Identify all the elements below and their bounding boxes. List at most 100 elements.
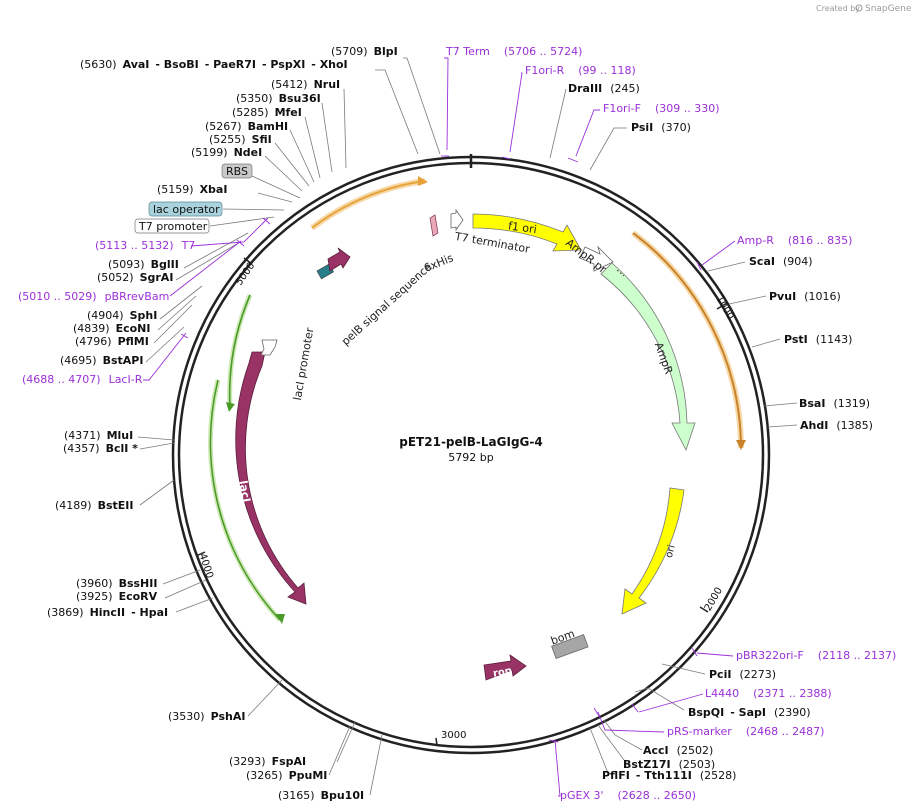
primer-l4440[interactable]: L4440(2371 .. 2388) — [705, 687, 832, 700]
site-pcii[interactable]: PciI(2273) — [709, 668, 776, 681]
site-psii[interactable]: PsiI(370) — [631, 121, 691, 134]
site-sfii[interactable]: (5255)SfiI — [209, 133, 272, 146]
site-pflmi[interactable]: (4796)PflMI — [75, 335, 149, 348]
primer-pgex3[interactable]: pGEX 3'(2628 .. 2650) — [560, 789, 696, 802]
site-pvui[interactable]: PvuI(1016) — [769, 290, 841, 303]
site-bsai[interactable]: BsaI(1319) — [799, 397, 870, 410]
leader-fspai — [336, 721, 356, 763]
site-pshai[interactable]: (3530)PshAI — [168, 710, 245, 723]
primer-pbrrevbam[interactable]: (5010 .. 5029)pBRrevBam — [18, 290, 169, 303]
feature-ampr[interactable] — [600, 262, 696, 452]
rbs-label: RBS — [226, 165, 248, 178]
primer-mark-pgex3 — [548, 739, 559, 743]
site-ecorv[interactable]: (3925)EcoRV — [76, 590, 158, 603]
tick-label-3000: 3000 — [441, 730, 466, 741]
site-acci[interactable]: AccI(2502) — [643, 744, 713, 757]
snapgene-icon — [855, 4, 863, 12]
pleader-pgex3 — [554, 739, 561, 797]
feature-his-tag[interactable] — [429, 214, 439, 237]
primer-labels: T7 Term(5706 .. 5724) F1ori-R(99 .. 118)… — [18, 45, 896, 802]
site-avai[interactable]: (5630)AvaI- BsoBI- PaeR7I- PspXI- XhoI — [80, 58, 348, 71]
site-bsu36i[interactable]: (5350)Bsu36I — [236, 92, 321, 105]
site-bglii[interactable]: (5093)BglII — [108, 258, 179, 271]
lac-operator-box[interactable] — [148, 201, 223, 217]
leader-sgrai — [175, 241, 241, 281]
site-bsteii[interactable]: (4189)BstEII — [55, 499, 133, 512]
plasmid-name: pET21-pelB-LaGIgG-4 — [399, 435, 542, 449]
primer-f1ori-r[interactable]: F1ori-R(99 .. 118) — [525, 64, 636, 77]
leader-blpi — [403, 57, 441, 155]
leader-pshai — [247, 679, 283, 717]
ampr-dotted-mark — [616, 269, 625, 277]
t7-promoter-label: T7 promoter — [138, 220, 208, 233]
tick-3000 — [435, 737, 438, 746]
highlight-arc-top-line — [311, 180, 426, 229]
feature-bom[interactable] — [551, 634, 589, 659]
primer-leaders — [143, 57, 736, 797]
site-hincii[interactable]: (3869)HincII- HpaI — [47, 606, 168, 619]
feature-laci[interactable] — [235, 351, 307, 605]
lac-operator-label: lac operator — [153, 203, 220, 216]
site-xbai[interactable]: (5159)XbaI — [157, 183, 227, 196]
primer-pbr322ori-f[interactable]: pBR322ori-F(2118 .. 2137) — [736, 649, 896, 662]
leader-bsteii — [139, 479, 175, 506]
site-blpi[interactable]: (5709)BlpI — [331, 45, 398, 58]
tick-1000 — [716, 302, 728, 310]
leader-mfei — [304, 116, 321, 179]
leader-hpai — [175, 597, 214, 613]
leader-nrui — [343, 88, 347, 169]
primer-prs-marker[interactable]: pRS-marker(2468 .. 2487) — [667, 725, 824, 738]
site-sphi[interactable]: (4904)SphI — [87, 309, 157, 322]
site-ndei[interactable]: (5199)NdeI — [191, 146, 262, 159]
feature-ampr-promoter[interactable] — [579, 245, 614, 272]
feature-rop[interactable] — [483, 654, 527, 681]
rbs-box[interactable] — [221, 163, 253, 179]
site-bstz17i[interactable]: BstZ17I(2503) — [623, 758, 715, 771]
site-mfei[interactable]: (5285)MfeI — [232, 106, 302, 119]
site-pflfi[interactable]: PflFI- Tth111I(2528) — [602, 769, 736, 782]
site-bpu10i[interactable]: (3165)Bpu10I — [278, 789, 364, 802]
primer-t7[interactable]: (5113 .. 5132)T7 — [95, 239, 195, 252]
feature-laci-label: lacI — [236, 480, 253, 504]
site-fspai[interactable]: (3293)FspAI — [229, 755, 306, 768]
site-psti[interactable]: PstI(1143) — [784, 333, 852, 346]
leader-bpu10i — [369, 734, 383, 796]
pleader-pbr322ori-f — [696, 652, 734, 657]
primer-mark-t7 — [262, 217, 271, 225]
feature-f1-ori[interactable] — [472, 213, 582, 252]
site-nrui[interactable]: (5412)NruI — [271, 78, 340, 91]
site-bcli[interactable]: (4357)BclI * — [63, 442, 138, 455]
site-mlui[interactable]: (4371)MluI — [64, 429, 133, 442]
feature-ori[interactable] — [621, 487, 685, 615]
feature-laci-promoter[interactable] — [260, 339, 278, 356]
credit-text: Created by — [816, 4, 860, 13]
backbone — [171, 154, 771, 755]
site-bsshii[interactable]: (3960)BssHII — [76, 577, 157, 590]
site-draiii[interactable]: DraIII(245) — [568, 82, 640, 95]
site-bamhi[interactable]: (5267)BamHI — [205, 120, 288, 133]
site-ahdi[interactable]: AhdI(1385) — [800, 419, 873, 432]
primer-amp-r[interactable]: Amp-R(816 .. 835) — [737, 234, 852, 247]
feature-pelb[interactable] — [327, 247, 351, 272]
site-bstapi[interactable]: (4695)BstAPI — [60, 354, 143, 367]
feature-his-label: 6xHis — [422, 251, 455, 275]
feature-t7-terminator[interactable] — [450, 208, 464, 232]
left-site-labels: (5630)AvaI- BsoBI- PaeR7I- PspXI- XhoI (… — [47, 45, 398, 802]
leader-ahdi — [767, 424, 798, 428]
primer-mark-l4440 — [631, 703, 639, 713]
leader-lac-operator — [222, 208, 285, 211]
site-econi[interactable]: (4839)EcoNI — [73, 322, 150, 335]
site-ppumi[interactable]: (3265)PpuMI — [246, 769, 327, 782]
t7-promoter-box[interactable] — [134, 218, 210, 234]
highlight-arc-green1-line — [228, 294, 251, 409]
primer-laci-r[interactable]: (4688 .. 4707)LacI-R — [22, 373, 143, 386]
feature-f1-ori-label: f1 ori — [507, 219, 537, 236]
primer-t7term[interactable]: T7 Term(5706 .. 5724) — [445, 45, 582, 58]
primer-f1ori-f[interactable]: F1ori-F(309 .. 330) — [603, 102, 720, 115]
site-bspqi[interactable]: BspQI- SapI(2390) — [688, 706, 811, 719]
site-sgrai[interactable]: (5052)SgrAI — [97, 271, 173, 284]
leader-ppumi — [328, 725, 351, 776]
feature-rop-label: rop — [492, 666, 513, 680]
site-scai[interactable]: ScaI(904) — [749, 255, 813, 268]
